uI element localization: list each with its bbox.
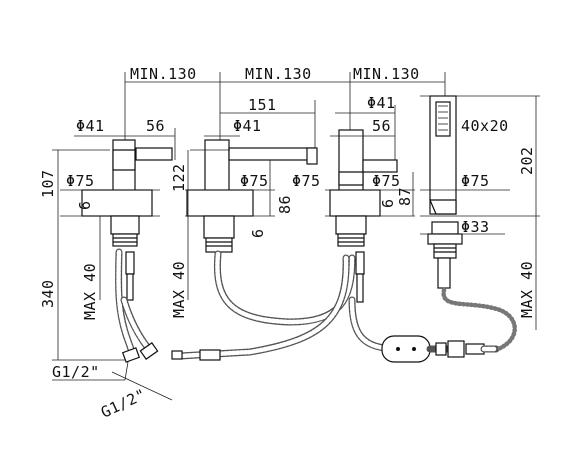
g-thread-labels: [52, 361, 173, 401]
dim-phi75-left: Φ75: [66, 172, 95, 190]
left-vertical-dimensions: [52, 149, 130, 361]
right-mixer: [325, 129, 415, 303]
top-dimensions: [124, 72, 446, 165]
hoses: [115, 248, 517, 363]
dim-56-left: 56: [146, 117, 165, 135]
dim-151: 151: [248, 96, 277, 114]
dim-max40-center: MAX 40: [170, 261, 188, 318]
dim-phi41-left: Φ41: [76, 117, 105, 135]
label-g12-a: G1/2": [52, 363, 100, 381]
dim-max40-right: MAX 40: [518, 261, 536, 318]
hand-shower: [420, 95, 540, 330]
dim-phi75-shower: Φ75: [461, 172, 490, 190]
dim-min130-center: MIN.130: [245, 65, 312, 83]
dim-6-left: 6: [76, 200, 94, 210]
dim-87: 87: [396, 187, 414, 206]
dim-phi75-right: Φ75: [372, 172, 401, 190]
dim-6-right: 6: [379, 198, 397, 208]
dim-6-center: 6: [249, 228, 267, 238]
dim-40x20: 40x20: [461, 117, 509, 135]
left-mixer: [60, 128, 176, 301]
center-spout: [185, 135, 318, 253]
dim-56-right: 56: [372, 117, 391, 135]
dim-phi75-center-a: Φ75: [240, 172, 269, 190]
dim-340: 340: [39, 279, 57, 308]
label-g12-b: G1/2": [98, 385, 149, 421]
dim-122: 122: [170, 163, 188, 192]
dim-202: 202: [518, 146, 536, 175]
dim-min130-right: MIN.130: [353, 65, 420, 83]
dim-107: 107: [39, 169, 57, 198]
dim-phi41-right: Φ41: [367, 94, 396, 112]
dim-phi41-center: Φ41: [233, 117, 262, 135]
dim-min130-left: MIN.130: [130, 65, 197, 83]
dim-86: 86: [276, 195, 294, 214]
dim-max40-left: MAX 40: [81, 263, 99, 320]
dim-phi75-center-b: Φ75: [292, 172, 321, 190]
dim-phi33: Φ33: [461, 218, 490, 236]
